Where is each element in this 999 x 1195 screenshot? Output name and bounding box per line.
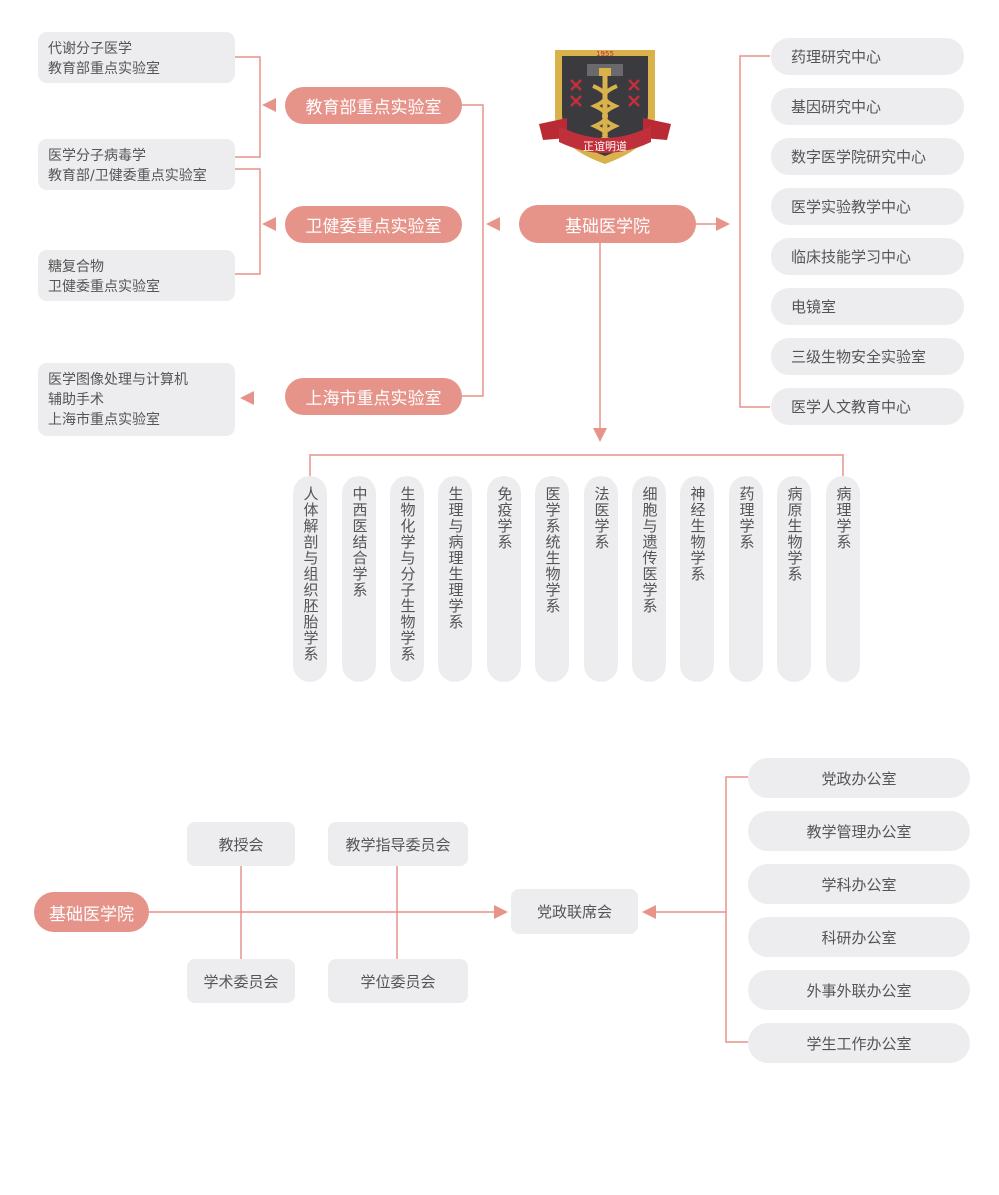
governance-college-node: 基础医学院 [34, 892, 149, 932]
council-professors: 教授会 [187, 822, 295, 866]
department-item: 生理与病理生理学系 [438, 476, 472, 682]
department-item: 法医学系 [584, 476, 618, 682]
department-item: 神经生物学系 [680, 476, 714, 682]
center-item: 医学实验教学中心 [771, 188, 964, 225]
department-item: 药理学系 [729, 476, 763, 682]
council-degree: 学位委员会 [328, 959, 468, 1003]
lab-box-virology: 医学分子病毒学教育部/卫健委重点实验室 [38, 139, 235, 190]
center-item: 医学人文教育中心 [771, 388, 964, 425]
center-item: 临床技能学习中心 [771, 238, 964, 275]
key-lab-nhc: 卫健委重点实验室 [285, 206, 462, 243]
department-item: 中西医结合学系 [342, 476, 376, 682]
department-item: 细胞与遗传医学系 [632, 476, 666, 682]
office-item: 科研办公室 [748, 917, 970, 957]
logo-motto: 正谊明道 [583, 139, 627, 153]
key-lab-shanghai: 上海市重点实验室 [285, 378, 462, 415]
department-item: 人体解剖与组织胚胎学系 [293, 476, 327, 682]
office-item: 学生工作办公室 [748, 1023, 970, 1063]
office-item: 外事外联办公室 [748, 970, 970, 1010]
college-center-node: 基础医学院 [519, 205, 696, 243]
office-item: 党政办公室 [748, 758, 970, 798]
center-item: 药理研究中心 [771, 38, 964, 75]
office-item: 教学管理办公室 [748, 811, 970, 851]
center-item: 基因研究中心 [771, 88, 964, 125]
logo-year: 1955 [596, 50, 614, 58]
department-item: 免疫学系 [487, 476, 521, 682]
key-lab-moe: 教育部重点实验室 [285, 87, 462, 124]
lab-box-metabolic: 代谢分子医学教育部重点实验室 [38, 32, 235, 83]
department-item: 病理学系 [826, 476, 860, 682]
center-item: 三级生物安全实验室 [771, 338, 964, 375]
center-item: 电镜室 [771, 288, 964, 325]
department-item: 病原生物学系 [777, 476, 811, 682]
joint-meeting-node: 党政联席会 [511, 889, 638, 934]
school-logo: 1955 正谊明道 [539, 50, 671, 164]
office-item: 学科办公室 [748, 864, 970, 904]
department-item: 医学系统生物学系 [535, 476, 569, 682]
center-item: 数字医学院研究中心 [771, 138, 964, 175]
lab-box-glycoconjugate: 糖复合物卫健委重点实验室 [38, 250, 235, 301]
council-teaching-guidance: 教学指导委员会 [328, 822, 468, 866]
lab-box-imaging: 医学图像处理与计算机辅助手术上海市重点实验室 [38, 363, 235, 436]
council-academic: 学术委员会 [187, 959, 295, 1003]
department-item: 生物化学与分子生物学系 [390, 476, 424, 682]
